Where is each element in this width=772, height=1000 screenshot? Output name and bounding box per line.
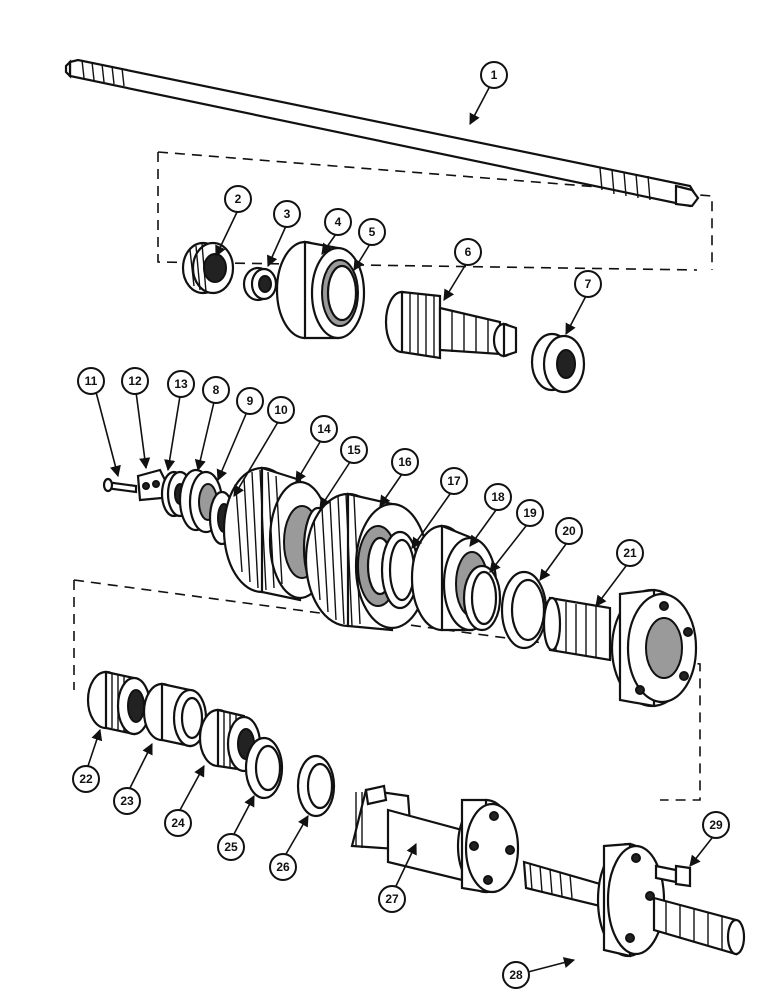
part-17-ring: [380, 530, 420, 610]
callout-14: 14: [310, 415, 338, 443]
part-1-splined-shaft: [64, 58, 700, 208]
upper-assembly-dashed-outline: [157, 151, 713, 271]
callout-26: 26: [269, 853, 297, 881]
callout-23: 23: [113, 787, 141, 815]
callout-10: 10: [267, 396, 295, 424]
callout-4-label: 4: [335, 215, 342, 229]
callout-13-label: 13: [174, 377, 188, 391]
callout-11: 11: [77, 367, 105, 395]
callout-6: 6: [454, 238, 482, 266]
callout-8-label: 8: [213, 383, 220, 397]
part-25-ring: [244, 736, 284, 800]
callout-1: 1: [480, 61, 508, 89]
part-19-snap-ring: [462, 564, 502, 632]
callout-11-label: 11: [85, 374, 98, 388]
callout-10-label: 10: [274, 403, 288, 417]
part-8-bearing: [178, 468, 224, 534]
part-27-flanged-shaft: [350, 784, 520, 894]
callout-5-label: 5: [369, 225, 376, 239]
callout-25-label: 25: [224, 840, 238, 854]
callout-2-label: 2: [235, 192, 242, 206]
callout-6-label: 6: [465, 245, 472, 259]
callout-12-label: 12: [128, 374, 142, 388]
callout-15-label: 15: [347, 443, 361, 457]
callout-7: 7: [574, 270, 602, 298]
callout-28-label: 28: [509, 968, 523, 982]
callout-14-label: 14: [317, 422, 331, 436]
callout-18-label: 18: [491, 490, 505, 504]
callout-8: 8: [202, 376, 230, 404]
part-20-seal: [500, 570, 548, 650]
part-23-sleeve: [142, 682, 208, 748]
callout-19-label: 19: [523, 506, 537, 520]
callout-25: 25: [217, 833, 245, 861]
callout-5: 5: [358, 218, 386, 246]
part-22-needle-bearing: [86, 670, 152, 736]
callout-16: 16: [391, 448, 419, 476]
callout-22: 22: [72, 765, 100, 793]
callout-4: 4: [324, 208, 352, 236]
callout-19: 19: [516, 499, 544, 527]
part-26-ring: [296, 754, 336, 818]
callout-27: 27: [378, 885, 406, 913]
callout-26-label: 26: [276, 860, 290, 874]
part-6-gear-shaft: [384, 290, 518, 360]
callout-17-label: 17: [447, 474, 461, 488]
callout-12: 12: [121, 367, 149, 395]
callout-27-label: 27: [385, 892, 399, 906]
callout-29: 29: [702, 811, 730, 839]
leader-lines: [87, 85, 713, 973]
callout-21-label: 21: [623, 546, 637, 560]
part-14-gear: [222, 466, 332, 602]
callout-9-label: 9: [247, 394, 254, 408]
callout-22-label: 22: [79, 772, 93, 786]
callout-17: 17: [440, 467, 468, 495]
callout-28: 28: [502, 961, 530, 989]
callout-13: 13: [167, 370, 195, 398]
part-21-output-flange: [542, 588, 698, 708]
part-11-bolt: [102, 477, 138, 494]
part-4-5-bearing-cup: [275, 240, 366, 340]
callout-21: 21: [616, 539, 644, 567]
callout-18: 18: [484, 483, 512, 511]
callout-20-label: 20: [562, 524, 576, 538]
part-29-bolt: [654, 864, 692, 888]
part-7-bearing: [530, 332, 586, 394]
callout-1-label: 1: [491, 68, 498, 82]
callout-7-label: 7: [585, 277, 592, 291]
callout-2: 2: [224, 185, 252, 213]
part-28-pto-flange: [522, 842, 746, 958]
callout-24-label: 24: [171, 816, 185, 830]
callout-24: 24: [164, 809, 192, 837]
part-3-bearing: [242, 266, 278, 302]
callout-9: 9: [236, 387, 264, 415]
part-2-coupler: [181, 241, 235, 295]
callout-29-label: 29: [709, 818, 723, 832]
callout-20: 20: [555, 517, 583, 545]
callout-3: 3: [273, 200, 301, 228]
callout-23-label: 23: [120, 794, 134, 808]
part-24-needle-bearing: [198, 708, 262, 773]
callout-15: 15: [340, 436, 368, 464]
callout-16-label: 16: [398, 455, 412, 469]
callout-3-label: 3: [284, 207, 291, 221]
